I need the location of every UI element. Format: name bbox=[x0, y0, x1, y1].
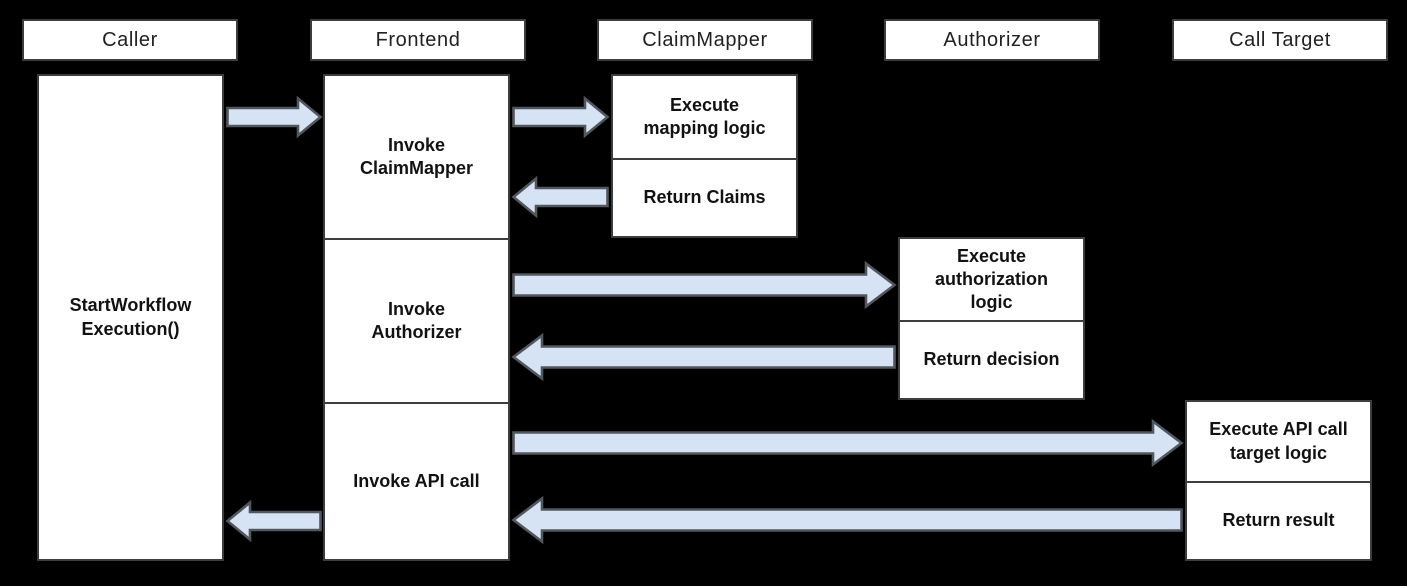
step-invoke-claimmapper: Invoke ClaimMapper bbox=[359, 134, 474, 178]
arrow-caller-to-frontend-icon bbox=[226, 95, 323, 139]
lane-header-caller: Caller bbox=[22, 19, 238, 61]
arrow-authorizer-to-frontend-icon bbox=[511, 332, 896, 382]
step-startworkflowexecution: StartWorkflow Execution() bbox=[69, 295, 192, 339]
step-execute-mapping-logic: Execute mapping logic bbox=[643, 94, 766, 138]
arrow-calltarget-to-frontend-icon bbox=[511, 495, 1183, 545]
step-return-claims: Return Claims bbox=[613, 158, 796, 236]
activation-authorizer: Execute authorization logic Return decis… bbox=[898, 237, 1085, 400]
arrow-frontend-to-claimmapper-icon bbox=[512, 95, 610, 139]
lane-header-frontend: Frontend bbox=[310, 19, 526, 61]
step-return-result: Return result bbox=[1187, 481, 1370, 559]
activation-call-target: Execute API call target logic Return res… bbox=[1185, 400, 1372, 561]
activation-claimmapper: Execute mapping logic Return Claims bbox=[611, 74, 798, 238]
step-execute-api-call-target-logic: Execute API call target logic bbox=[1209, 419, 1348, 463]
activation-frontend: Invoke ClaimMapper Invoke Authorizer Inv… bbox=[323, 74, 510, 561]
arrow-frontend-to-calltarget-icon bbox=[512, 418, 1184, 468]
arrow-frontend-to-caller-icon bbox=[225, 499, 322, 543]
step-return-decision: Return decision bbox=[900, 320, 1083, 398]
step-invoke-authorizer: Invoke Authorizer bbox=[325, 238, 508, 402]
step-execute-authorization-logic: Execute authorization logic bbox=[935, 245, 1048, 313]
activation-caller: StartWorkflow Execution() bbox=[37, 74, 224, 561]
lane-header-call-target: Call Target bbox=[1172, 19, 1388, 61]
arrow-frontend-to-authorizer-icon bbox=[512, 260, 897, 310]
lane-header-authorizer: Authorizer bbox=[884, 19, 1100, 61]
step-invoke-api-call: Invoke API call bbox=[325, 402, 508, 559]
lane-header-claimmapper: ClaimMapper bbox=[597, 19, 813, 61]
arrow-claimmapper-to-frontend-icon bbox=[511, 175, 609, 219]
